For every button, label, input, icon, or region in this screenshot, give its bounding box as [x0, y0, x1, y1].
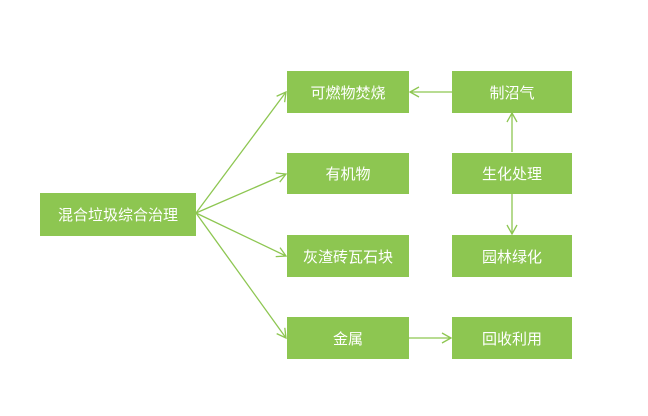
arrow-root-to-organic — [195, 172, 288, 214]
arrow-root-to-rubble — [195, 212, 288, 258]
node-recycle: 回收利用 — [452, 317, 572, 359]
node-metal: 金属 — [287, 317, 409, 359]
node-root: 混合垃圾综合治理 — [40, 193, 196, 236]
node-organic: 有机物 — [287, 153, 409, 194]
node-biogas: 制沼气 — [452, 71, 572, 113]
node-biotreat: 生化处理 — [452, 153, 572, 194]
node-combustible: 可燃物焚烧 — [287, 71, 409, 113]
node-greening: 园林绿化 — [452, 235, 572, 277]
arrow-root-to-metal — [195, 212, 287, 340]
node-rubble: 灰渣砖瓦石块 — [287, 235, 409, 277]
arrow-root-to-combustible — [195, 90, 287, 214]
